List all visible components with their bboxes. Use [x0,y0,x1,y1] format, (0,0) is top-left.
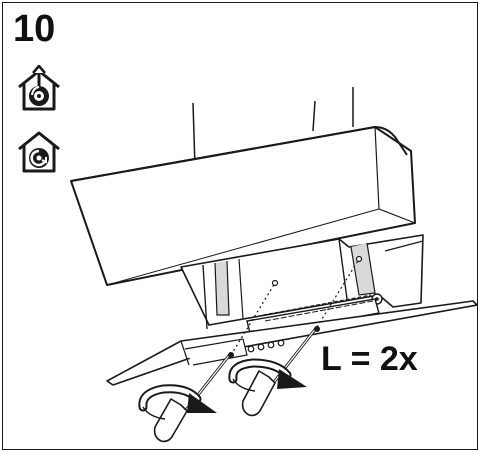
rotation-arrow-right [228,358,307,392]
chimney-line-middle [312,100,316,132]
hood-lower-body [180,234,424,330]
chimney-line-left [192,102,196,168]
screw-guide-right [316,258,360,328]
screw-left [271,279,279,287]
repeat-count-label: L = 2x [321,340,418,378]
hood-canopy [70,125,416,286]
screwdriver-right [241,326,320,417]
house-recirculation-fan-icon [18,131,60,173]
screw-right [355,255,363,263]
instruction-panel: 10 [2,2,478,450]
glass-panel [106,300,477,386]
rotation-arrow-left [138,384,217,420]
screw-guide-left [230,282,276,356]
hood-installation-illustration [70,87,477,443]
step-number: 10 [13,8,56,50]
house-extraction-fan-icon [18,65,60,111]
